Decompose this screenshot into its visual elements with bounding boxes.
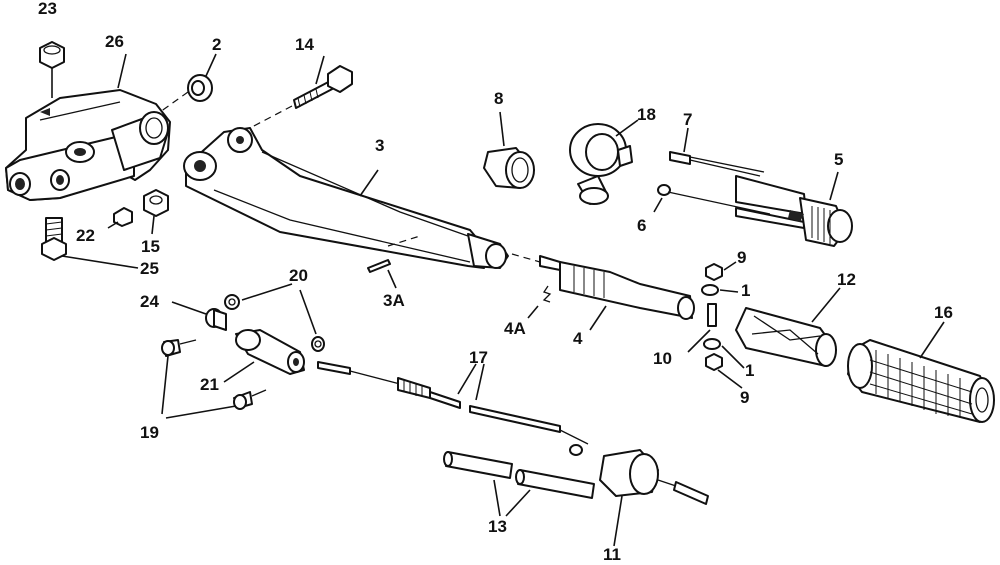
label-part-17: 17 [469,348,488,367]
part-6-wire [653,184,771,215]
part-21-link [223,329,305,383]
part-20-washers [224,283,325,352]
part-10-stud [687,303,717,353]
label-part-19: 19 [140,423,159,442]
label-part-21: 21 [200,375,219,394]
label-part-24: 24 [140,292,159,311]
part-16-twist-grip [847,321,995,423]
label-part-15: 15 [141,237,160,256]
label-part-6: 6 [637,216,647,235]
part-25-bolt [41,217,139,269]
label-part-22: 22 [76,226,95,245]
part-1-washer-upper [701,284,739,296]
label-part-5: 5 [834,150,844,169]
label-part-3A: 3A [383,291,405,310]
label-part-25: 25 [140,259,159,278]
part-3A-pin [367,259,397,289]
part-26-bracket-housing [5,53,171,201]
label-part-3: 3 [375,136,385,155]
label-part-8: 8 [494,89,504,108]
label-part-10: 10 [653,349,672,368]
label-part-4A: 4A [504,319,526,338]
part-14-bolt [249,55,353,129]
label-part-23: 23 [38,0,57,18]
label-part-14: 14 [295,35,314,54]
label-part-4: 4 [573,329,583,348]
part-1-washer-lower [703,338,745,369]
part-23-nut [39,41,65,98]
label-part-11: 11 [603,545,621,564]
label-part-20: 20 [289,266,308,285]
part-17-cable [317,361,589,456]
part-7-wire [669,127,765,177]
part-19-screws [161,339,267,419]
part-18-friction-ring [569,119,639,205]
part-2-washer [159,53,217,113]
label-part-12: 12 [837,270,856,289]
part-9-nut-lower [705,353,743,389]
label-part-9-lower: 9 [740,388,750,407]
part-3-tiller-arm [183,127,509,269]
part-24-bushing [171,301,227,331]
label-part-9-upper: 9 [737,248,747,267]
label-part-26: 26 [105,32,124,51]
part-15-nut [143,189,169,235]
part-4A-spring [527,285,552,319]
part-13-sleeves [443,451,595,517]
label-part-18: 18 [637,105,656,124]
label-part-2: 2 [212,35,222,54]
label-part-1-upper: 1 [741,281,751,300]
part-22-grease-fitting [107,207,133,229]
label-part-16: 16 [934,303,953,322]
label-part-7: 7 [683,110,693,129]
label-part-13: 13 [488,517,507,536]
part-9-nut-upper [705,261,737,281]
part-11-cable-end [599,449,709,547]
label-part-1-lower: 1 [745,361,755,380]
part-4-throttle-shaft [511,253,695,331]
part-5-stop-switch [735,171,853,247]
part-12-grip-insert [735,287,841,367]
part-8-bushing [483,111,535,189]
